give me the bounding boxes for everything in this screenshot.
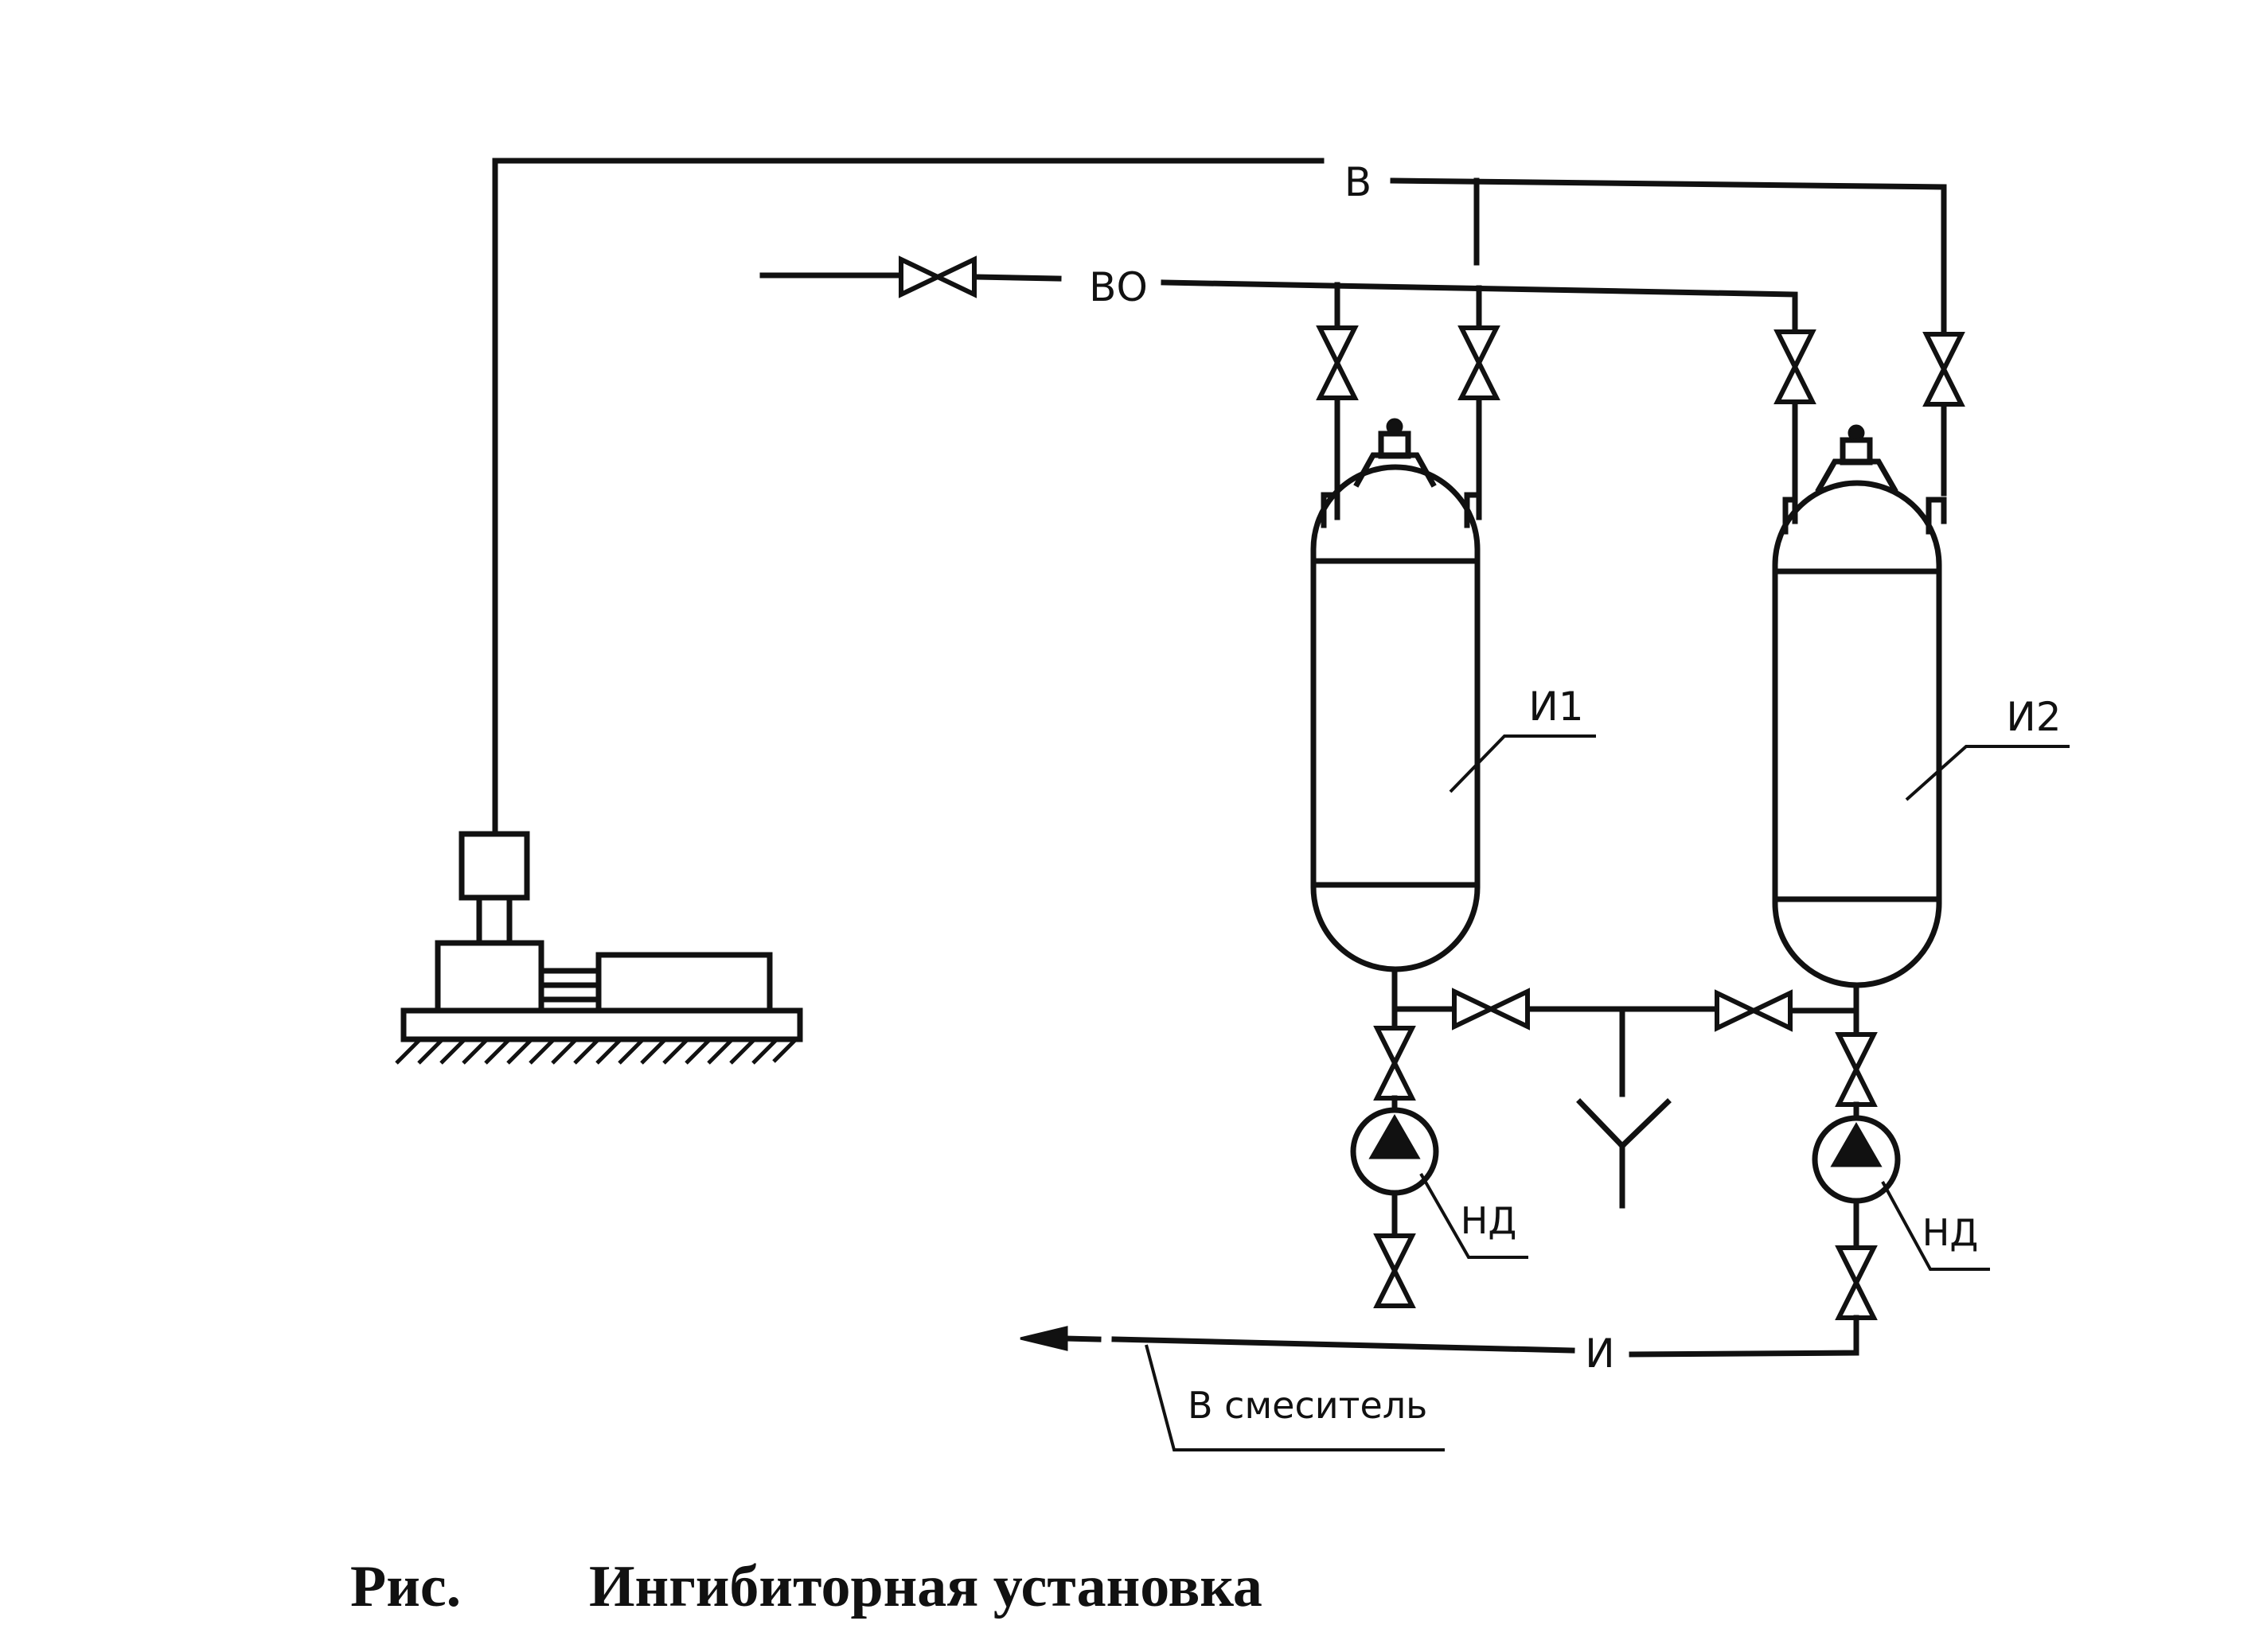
line-v-label: В bbox=[1344, 159, 1372, 205]
pump-1-assembly bbox=[1350, 1026, 1439, 1308]
valve-i1-left bbox=[1316, 325, 1359, 400]
valve-i2-right bbox=[1922, 332, 1965, 407]
vessel-i2-label: И2 bbox=[2006, 694, 2061, 740]
valve-bottom-right bbox=[1715, 989, 1793, 1032]
ground-hatching bbox=[395, 1038, 798, 1065]
pump-2-assembly bbox=[1629, 1032, 1901, 1358]
vessel-i1 bbox=[1310, 418, 1482, 1030]
vessel-i1-label: И1 bbox=[1528, 684, 1583, 730]
caption-title: Ингибиторная установка bbox=[589, 1554, 1262, 1619]
line-vo bbox=[759, 272, 1798, 503]
bottom-connection bbox=[1391, 1006, 1859, 1209]
pump-2-leader bbox=[1881, 1181, 1990, 1271]
line-v bbox=[492, 158, 1947, 835]
line-vo-label: ВО bbox=[1089, 264, 1148, 310]
pump-2-label: НД bbox=[1922, 1211, 1979, 1254]
line-i bbox=[1020, 1326, 1575, 1354]
valve-i1-right bbox=[1457, 325, 1500, 400]
valve-bottom-left bbox=[1452, 988, 1530, 1031]
vessel-i2 bbox=[1772, 424, 1947, 1038]
caption-prefix: Рис. bbox=[350, 1554, 461, 1619]
valve-i2-left bbox=[1773, 329, 1816, 404]
line-i-label: И bbox=[1585, 1331, 1614, 1377]
outlet-label: В смеситель bbox=[1188, 1384, 1427, 1427]
vessel-i2-leader bbox=[1905, 745, 2070, 801]
pump-1-label: НД bbox=[1461, 1199, 1517, 1242]
outlet-leader bbox=[1145, 1344, 1445, 1451]
valve-vo-inlet bbox=[899, 255, 977, 298]
compressor-unit bbox=[400, 831, 803, 1042]
vessel-i1-leader bbox=[1449, 734, 1596, 793]
pump-1-leader bbox=[1419, 1173, 1528, 1259]
